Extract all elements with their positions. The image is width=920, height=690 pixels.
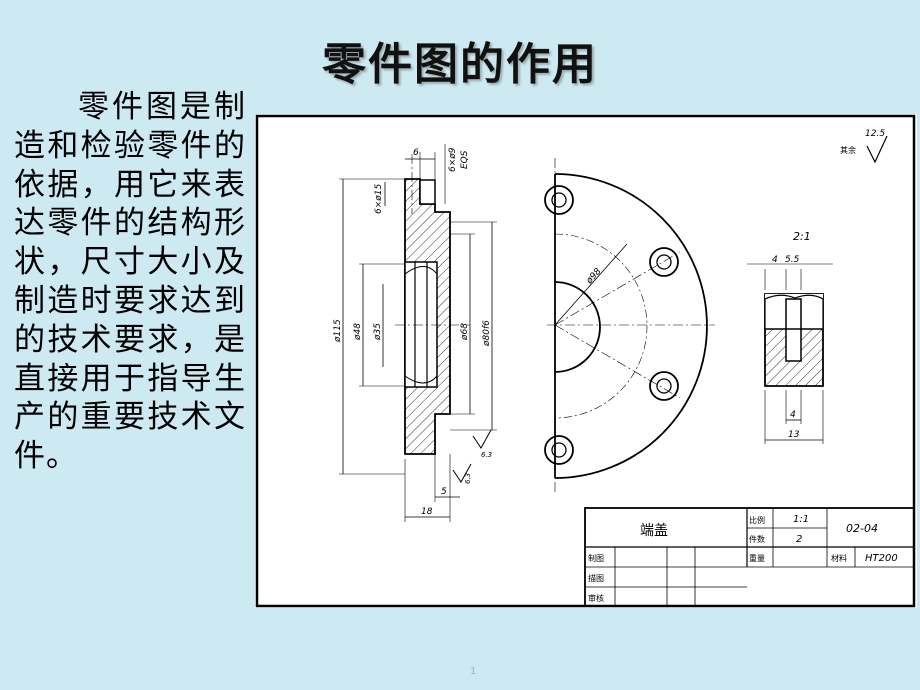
dim-detail-4a: 4	[772, 255, 778, 265]
dim-115: ø115	[333, 319, 343, 343]
material-label: 材料	[831, 553, 847, 563]
weight-label: 重量	[749, 553, 765, 563]
part-name: 端盖	[640, 523, 668, 539]
dim-top-width: 6	[413, 148, 419, 158]
roughness-b: 6.3	[464, 473, 472, 484]
page-number: 1	[470, 666, 477, 677]
front-view	[544, 158, 715, 494]
scale-note: 2:1	[793, 230, 811, 243]
dim-detail-13: 13	[788, 430, 800, 440]
drawn-label: 制图	[588, 553, 604, 563]
dim-detail-55: 5.5	[785, 255, 800, 265]
dim-5: 5	[441, 487, 447, 497]
material-value: HT200	[865, 553, 898, 564]
dim-holes: 6×ø9	[448, 147, 458, 172]
title-block	[584, 507, 915, 607]
dim-48: ø48	[353, 323, 363, 341]
dim-counterbore: 6×ø15	[374, 184, 384, 214]
qty-value: 2	[796, 534, 802, 545]
roughness-symbol-other	[866, 135, 888, 164]
qty-label: 件数	[749, 534, 765, 544]
roughness-a: 6.3	[481, 451, 492, 459]
scale-label: 比例	[749, 515, 765, 525]
dim-eqs: EQS	[460, 150, 470, 169]
dim-detail-4b: 4	[790, 410, 796, 420]
dim-68: ø68	[460, 323, 470, 341]
engineering-drawing: 其余 12.5 6.3 6.3 2:1 6 6×ø9 EQS 6×ø15 ø11…	[255, 114, 917, 608]
body-paragraph: 零件图是制造和检验零件的依据，用它来表达零件的结构形状，尺寸大小及制造时要求达到…	[14, 88, 246, 476]
detail-view	[747, 263, 833, 444]
scale-value: 1:1	[793, 514, 809, 525]
roughness-other-value: 12.5	[865, 129, 885, 139]
slide-title: 零件图的作用	[322, 39, 598, 90]
dim-18: 18	[421, 507, 433, 517]
drawing-number: 02-04	[846, 522, 878, 535]
dim-80: ø80f6	[482, 320, 492, 347]
roughness-other-label: 其余	[840, 145, 856, 155]
dim-98: ø98	[584, 267, 604, 287]
dim-35: ø35	[373, 323, 383, 341]
checked-label: 审核	[588, 593, 604, 603]
section-view	[339, 144, 497, 522]
traced-label: 描图	[588, 573, 604, 583]
paragraph-text: 零件图是制造和检验零件的依据，用它来表达零件的结构形状，尺寸大小及制造时要求达到…	[14, 89, 246, 475]
